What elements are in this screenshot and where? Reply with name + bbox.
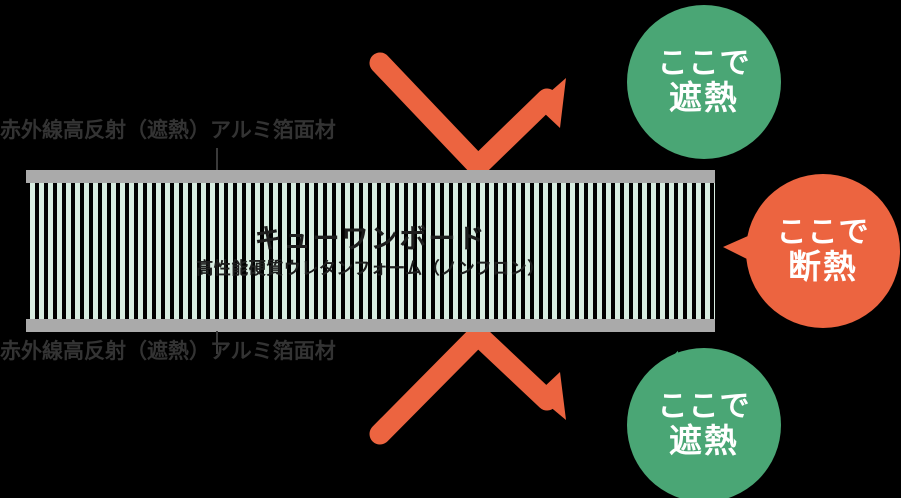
reflection-arrow-bottom — [369, 324, 566, 445]
face-label-bottom: 赤外線高反射（遮熱）アルミ箔面材 — [0, 340, 336, 363]
bubble-line1: ここで — [657, 389, 751, 423]
bubble-line2: 遮熱 — [669, 422, 739, 460]
leader-line-top — [216, 148, 218, 171]
callout-bubble-middle-orange: ここで 断熱 — [746, 174, 900, 328]
leader-line-bottom — [216, 331, 218, 354]
bubble-line2: 遮熱 — [669, 79, 739, 117]
bubble-line2: 断熱 — [788, 248, 858, 286]
bubble-line1: ここで — [776, 215, 870, 249]
callout-bubble-bottom-green: ここで 遮熱 — [627, 348, 781, 498]
insulation-board: キューワンボード 高性能硬質ウレタンフォーム（ノンフロン） — [26, 170, 715, 332]
board-face-bottom — [26, 319, 715, 332]
reflection-arrow-top — [369, 52, 566, 177]
board-face-top — [26, 170, 715, 183]
face-label-top: 赤外線高反射（遮熱）アルミ箔面材 — [0, 119, 336, 142]
bubble-line1: ここで — [657, 46, 751, 80]
callout-bubble-top-green: ここで 遮熱 — [627, 5, 781, 159]
board-core-foam — [26, 183, 715, 319]
